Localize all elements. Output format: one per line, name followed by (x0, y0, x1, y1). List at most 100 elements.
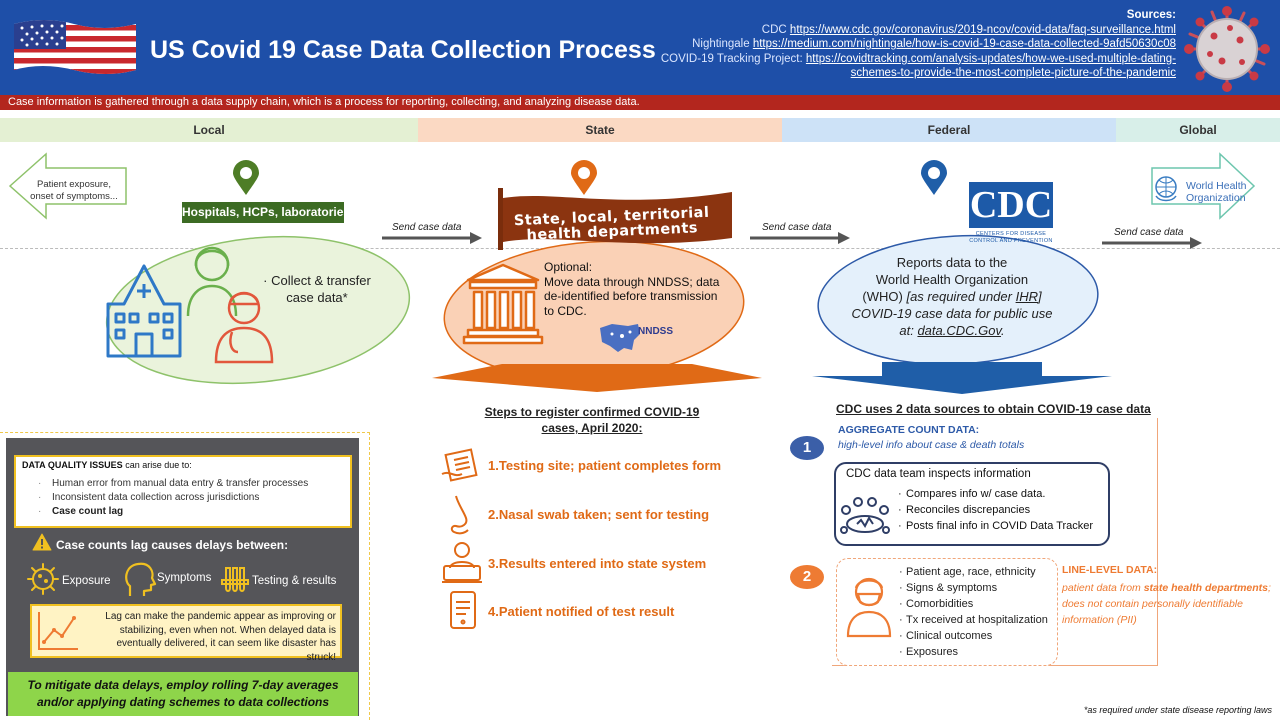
location-pin-icon (921, 160, 947, 195)
inspect-box (834, 462, 1110, 546)
mitigate-line: and/or applying dating schemes to data c… (36, 695, 330, 709)
optional-line: to CDC. (544, 303, 587, 318)
ihr-link[interactable]: IHR (1015, 289, 1038, 304)
data-cdc-gov-link[interactable]: data.CDC.Gov (917, 323, 1002, 338)
federal-at: at: (899, 323, 918, 338)
chart-line-icon (38, 612, 78, 650)
source-link-nightingale[interactable]: https://medium.com/nightingale/how-is-co… (752, 38, 1176, 50)
location-pin-icon (233, 160, 259, 195)
data-quality-box (14, 455, 352, 528)
federal-line: World Health Organization (875, 272, 1029, 287)
sources-heading: Sources: (1126, 9, 1176, 21)
symptoms-head-icon (125, 562, 157, 596)
federal-period: . (1001, 323, 1005, 338)
source-prefix: COVID-19 Tracking Project: (660, 52, 803, 65)
aggregate-title: AGGREGATE COUNT DATA: (838, 424, 980, 436)
line-desc-part: ; does not contain personally identifiab… (1062, 582, 1271, 626)
source-number-1: 1 (790, 436, 824, 460)
bullet-icon: · (899, 582, 903, 594)
line-desc-bold: state health departments (1143, 582, 1269, 594)
line-item: Comorbidities (906, 598, 974, 610)
bullet-icon: · (899, 598, 903, 610)
bullet-icon: · (899, 646, 903, 658)
bullet-icon: · (899, 630, 903, 642)
page-title: US Covid 19 Case Data Collection Process (150, 36, 656, 64)
patient-exposure-line: onset of symptoms... (30, 191, 118, 202)
send-arrow-1 (382, 232, 482, 244)
dq-item: Case count lag (52, 506, 124, 517)
source-link-covid-tracking-cont[interactable]: schemes-to-provide-the-most-complete-pic… (850, 67, 1176, 79)
dq-item: Human error from manual data entry & tra… (52, 478, 309, 489)
phone-result-icon (450, 591, 476, 629)
line-item: Tx received at hospitalization (906, 614, 1048, 626)
team-meeting-icon (840, 497, 890, 534)
federal-line: at: data.CDC.Gov. (832, 322, 1072, 339)
send-arrow-3 (1102, 237, 1202, 249)
cdc-logo-text: CDC (969, 184, 1053, 226)
inspect-item: Posts final info in COVID Data Tracker (906, 520, 1094, 532)
federal-note: [as required under (906, 289, 1016, 304)
warning-icon (32, 533, 52, 551)
step-1: 1.Testing site; patient completes form (488, 458, 722, 473)
footnote: *as required under state disease reporti… (1083, 705, 1272, 715)
who-logo (1155, 176, 1177, 202)
global-arrow (1151, 152, 1256, 220)
capitol-building-icon (462, 263, 544, 345)
stage-federal: Federal (782, 118, 1116, 142)
line-level-title: LINE-LEVEL DATA: (1062, 564, 1158, 576)
source-prefix: CDC (761, 23, 787, 36)
collect-transfer-text: · Collect & transfer case data* (262, 272, 372, 306)
lag-exposure-label: Exposure (62, 575, 111, 587)
send-arrow-2 (750, 232, 850, 244)
state-down-arrow (432, 364, 762, 392)
sources-block: Sources: CDC https://www.cdc.gov/coronav… (661, 8, 1176, 81)
step-3: 3.Results entered into state system (488, 556, 707, 571)
mitigate-line: To mitigate data delays, employ rolling … (27, 678, 339, 692)
optional-line: Move data through NNDSS; data (544, 274, 720, 289)
dq-heading-rest: can arise due to: (122, 460, 192, 470)
stage-local: Local (0, 118, 418, 142)
step-2: 2.Nasal swab taken; sent for testing (488, 507, 710, 522)
source-link-cdc[interactable]: https://www.cdc.gov/coronavirus/2019-nco… (789, 23, 1176, 36)
send-case-data-label-1: Send case data (392, 222, 462, 233)
virus-icon (1182, 6, 1272, 92)
data-quality-heading: DATA QUALITY ISSUES can arise due to: (22, 460, 192, 470)
lag-explainer-box (30, 604, 342, 658)
steps-title-line: Steps to register confirmed COVID-19 (484, 405, 700, 419)
source-link-covid-tracking[interactable]: https://covidtracking.com/analysis-updat… (805, 52, 1176, 65)
federal-line: COVID-19 case data for public use (851, 306, 1053, 321)
line-item: Exposures (906, 646, 958, 658)
healthcare-worker-icon (186, 246, 274, 364)
inspect-item: Reconciles discrepancies (906, 504, 1031, 516)
steps-title: Steps to register confirmed COVID-19 cas… (478, 404, 706, 436)
bullet-icon: · (38, 492, 42, 503)
cdc-logo: CDC (969, 182, 1053, 228)
data-quality-frame (0, 432, 370, 720)
inspect-item: Compares info w/ case data. (906, 488, 1046, 500)
mitigate-banner: To mitigate data delays, employ rolling … (8, 672, 358, 716)
line-item: Clinical outcomes (906, 630, 993, 642)
bullet-icon: · (898, 520, 902, 532)
optional-block: Optional: Move data through NNDSS; data … (544, 260, 734, 318)
dq-item: Inconsistent data collection across juri… (52, 492, 260, 503)
source-cdc: CDC https://www.cdc.gov/coronavirus/2019… (661, 23, 1176, 38)
bullet-icon: · (38, 506, 42, 517)
stage-state: State (418, 118, 782, 142)
cdc-sub-line: CENTERS FOR DISEASE (975, 231, 1047, 237)
hospitals-label: Hospitals, HCPs, laboratories (182, 202, 350, 223)
hospital-icon (106, 264, 182, 358)
step-4: 4.Patient notified of test result (488, 604, 675, 619)
federal-report-text: Reports data to the World Health Organiz… (832, 254, 1072, 339)
header-bar (0, 0, 1280, 95)
send-case-data-label-2: Send case data (762, 222, 832, 233)
nose-swab-icon (450, 495, 469, 535)
source-nightingale: Nightingale https://medium.com/nightinga… (661, 37, 1176, 52)
nndss-label: NNDSS (638, 326, 674, 337)
bullet-icon: · (898, 504, 902, 516)
federal-who-abbr: (WHO) (862, 289, 907, 304)
bullet-icon: · (899, 566, 903, 578)
federal-note-close: ] (1037, 289, 1042, 304)
line-level-description: patient data from state health departmen… (1062, 580, 1278, 628)
bullet-icon: · (38, 478, 42, 489)
stage-global: Global (1116, 118, 1280, 142)
